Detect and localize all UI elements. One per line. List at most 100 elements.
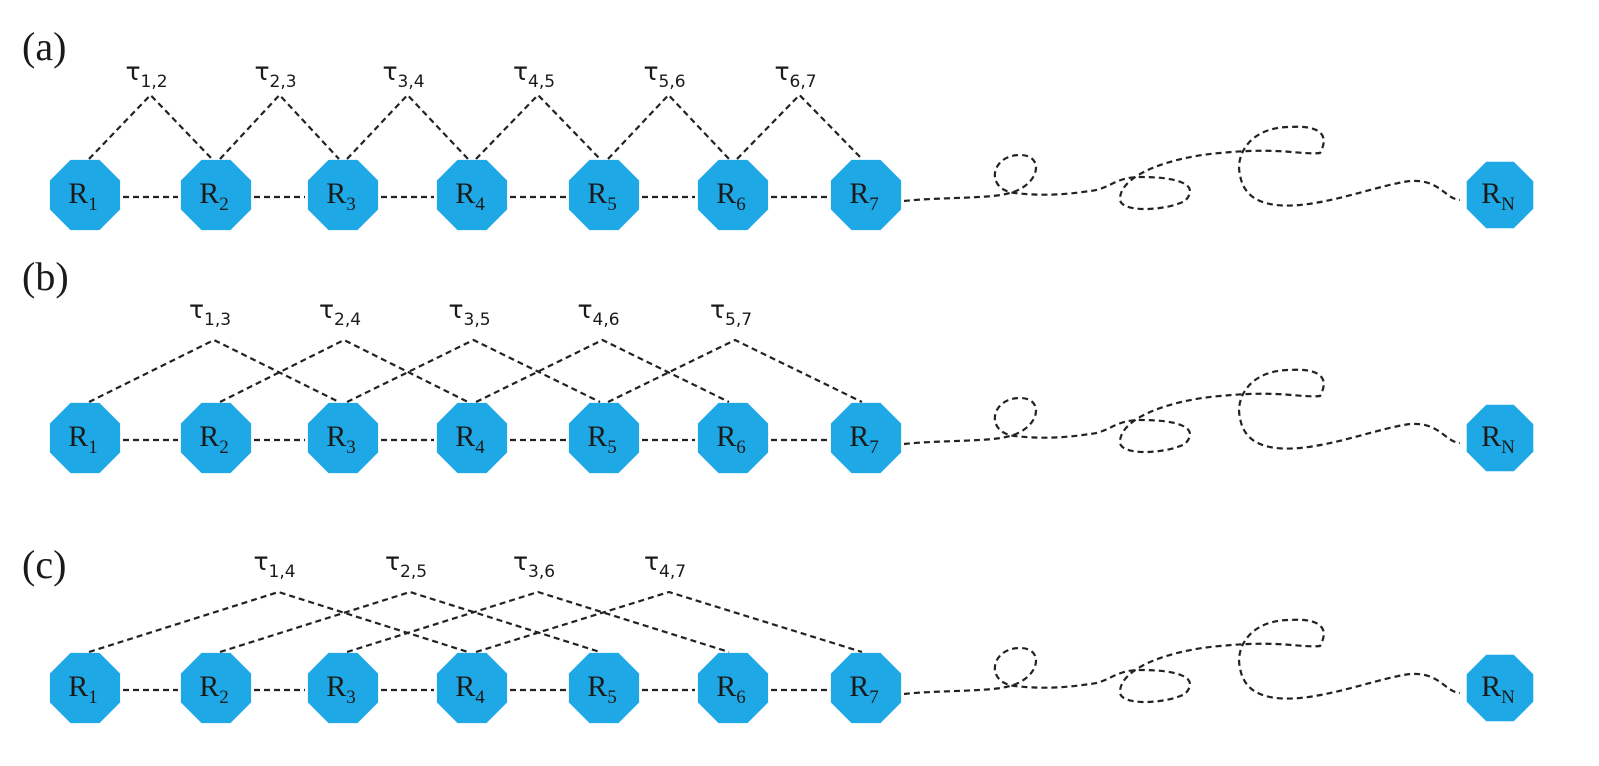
panel-label: (a) (22, 24, 66, 69)
residue-label: R5 (587, 420, 617, 458)
coupling-label-base: τ (254, 57, 269, 86)
coupling-line (607, 93, 730, 160)
residue-label: R1 (68, 670, 98, 708)
residue-node (49, 159, 121, 231)
residue-label-base: R (1481, 177, 1501, 210)
coupling-label: τ1,3 (189, 295, 231, 330)
coupling-label-base: τ (448, 295, 463, 324)
residue-node (697, 652, 769, 724)
residue-node (436, 652, 508, 724)
coupling-label: τ4,5 (513, 57, 555, 92)
coupling-label: τ6,7 (774, 57, 816, 92)
coupling-line (88, 338, 340, 403)
residue-label-base: R (199, 177, 219, 210)
residue-label-base: R (326, 177, 346, 210)
residue-label-subscript: 5 (607, 687, 617, 708)
coupling-label-base: τ (319, 295, 334, 324)
residue-node (307, 402, 379, 474)
coupling-label-base: τ (644, 547, 659, 576)
coupling-label-subscript: 4,7 (659, 562, 686, 582)
residue-label-subscript: 2 (219, 437, 229, 458)
residue-label-subscript: 1 (88, 437, 98, 458)
residue-label-base: R (199, 420, 219, 453)
coupling-line (475, 338, 730, 403)
coupling-line (475, 590, 863, 654)
residue-label: R4 (455, 670, 485, 708)
coupling-line (346, 93, 469, 160)
residue-label-base: R (716, 177, 736, 210)
residue-label: R6 (716, 177, 746, 215)
residue-label: R5 (587, 670, 617, 708)
residue-node (1466, 161, 1534, 229)
residue-label: RN (1481, 420, 1515, 458)
residue-label-subscript: 6 (736, 194, 746, 215)
residue-label-base: R (455, 420, 475, 453)
residue-node (180, 652, 252, 724)
residue-node (568, 402, 640, 474)
residue-label: R7 (849, 177, 879, 215)
residue-node (49, 652, 121, 724)
residue-node (436, 402, 508, 474)
residue-label-base: R (455, 177, 475, 210)
coupling-label-subscript: 2,3 (270, 72, 297, 92)
coupling-label: τ5,6 (643, 57, 685, 92)
residue-node (1466, 404, 1534, 472)
residue-label-subscript: N (1501, 437, 1515, 458)
coupling-label-subscript: 4,6 (593, 310, 620, 330)
residue-label-subscript: 1 (88, 194, 98, 215)
coupling-label-base: τ (513, 547, 528, 576)
residue-label-subscript: N (1501, 687, 1515, 708)
residue-label: R3 (326, 177, 356, 215)
panel-label: (b) (22, 254, 69, 299)
coupling-line (736, 93, 863, 160)
coupling-label-subscript: 5,7 (725, 310, 752, 330)
residue-label-subscript: 2 (219, 687, 229, 708)
coupling-line (346, 338, 601, 403)
residue-label-subscript: 7 (869, 194, 879, 215)
coupling-label-base: τ (385, 547, 400, 576)
residue-label: R3 (326, 420, 356, 458)
residue-label: R6 (716, 420, 746, 458)
residue-label: RN (1481, 177, 1515, 215)
coupling-label-base: τ (513, 57, 528, 86)
residue-label: R2 (199, 420, 229, 458)
residue-label-base: R (1481, 670, 1501, 703)
coupling-label: τ4,6 (577, 295, 619, 330)
residue-label-base: R (716, 670, 736, 703)
residue-label: R2 (199, 670, 229, 708)
coupling-label: τ3,5 (448, 295, 490, 330)
residue-label-base: R (326, 670, 346, 703)
residue-node (830, 652, 902, 724)
residue-label-subscript: 7 (869, 437, 879, 458)
residue-label-base: R (455, 670, 475, 703)
coupling-label-subscript: 1,2 (141, 72, 168, 92)
residue-label: R1 (68, 420, 98, 458)
coupling-label-subscript: 3,5 (464, 310, 491, 330)
residue-label: R5 (587, 177, 617, 215)
coupling-label-subscript: 5,6 (659, 72, 686, 92)
coupling-label: τ3,4 (382, 57, 424, 92)
residue-label-base: R (68, 177, 88, 210)
residue-label-subscript: 6 (736, 437, 746, 458)
residue-node (307, 652, 379, 724)
coupling-label-base: τ (643, 57, 658, 86)
residue-label-subscript: 7 (869, 687, 879, 708)
residue-label-subscript: 3 (346, 687, 356, 708)
disordered-tail (903, 618, 1461, 704)
residue-node (1466, 654, 1534, 722)
residue-node (180, 402, 252, 474)
residue-node (180, 159, 252, 231)
coupling-label: τ2,5 (385, 547, 427, 582)
residue-node (697, 159, 769, 231)
coupling-label-subscript: 4,5 (528, 72, 555, 92)
residue-label-subscript: 5 (607, 194, 617, 215)
coupling-label-subscript: 2,5 (400, 562, 427, 582)
coupling-label: τ2,3 (254, 57, 296, 92)
residue-node (830, 159, 902, 231)
residue-label-base: R (326, 420, 346, 453)
coupling-label-base: τ (710, 295, 725, 324)
coupling-label-subscript: 6,7 (790, 72, 817, 92)
